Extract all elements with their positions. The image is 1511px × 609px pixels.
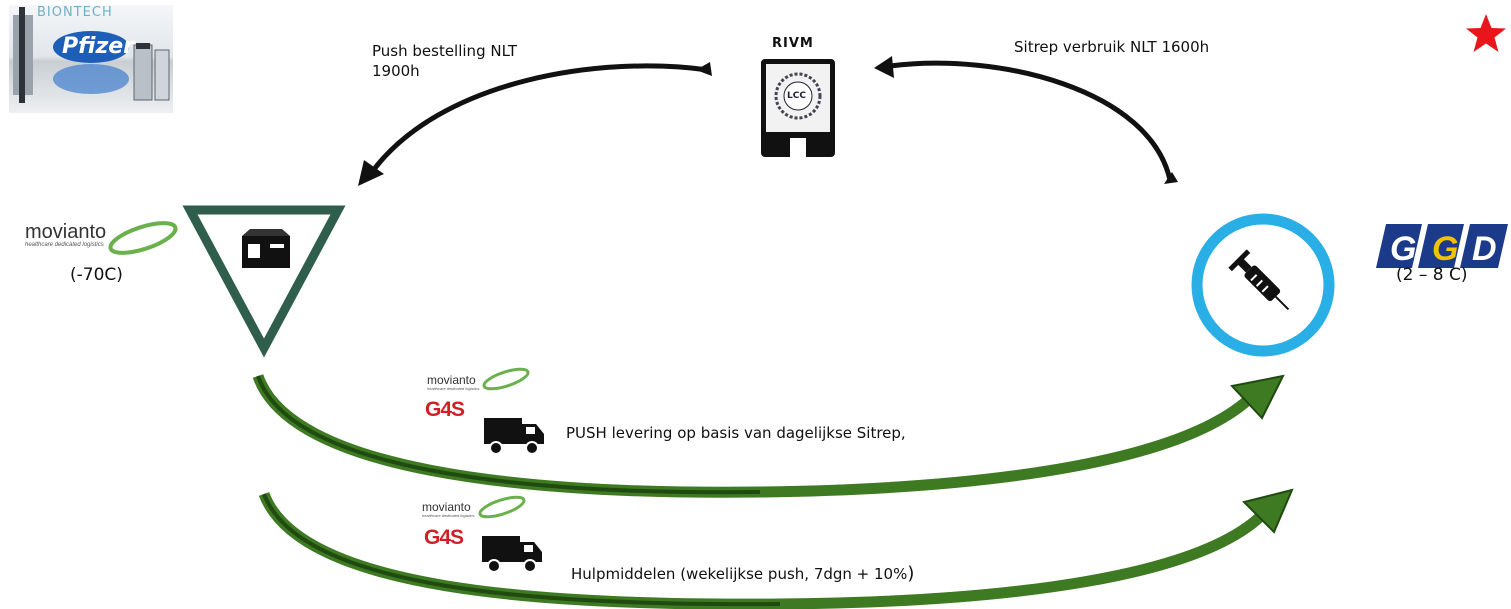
movianto-name: movianto xyxy=(25,221,107,243)
movianto-name-2: movianto xyxy=(422,500,471,514)
g4s-logo-2: G4S xyxy=(424,526,464,549)
movianto-swoosh-icon-1 xyxy=(482,367,530,391)
movianto-name-1: movianto xyxy=(427,373,476,387)
delivery-truck-icon xyxy=(484,418,544,455)
sitrep-usage-label: Sitrep verbruik NLT 1600h xyxy=(1014,38,1210,56)
movianto-tagline: healthcare dedicated logistics xyxy=(25,242,104,248)
biontech-logo-text: BIONTECH xyxy=(37,5,113,20)
g4s-logo-1: G4S xyxy=(425,398,465,421)
warehouse-triangle xyxy=(182,205,346,358)
package-box-icon xyxy=(242,229,290,268)
push-delivery-label: PUSH levering op basis van dagelijkse Si… xyxy=(566,424,906,442)
movianto-swoosh-icon xyxy=(108,221,178,255)
movianto-tagline-1: healthcare dedicated logistics xyxy=(427,386,480,391)
syringe-icon xyxy=(1228,249,1290,311)
movianto-tagline-2: healthcare dedicated logistics xyxy=(422,513,475,518)
rivm-label: RIVM xyxy=(772,36,814,51)
pfizer-logo-text: Pfizer xyxy=(62,34,135,59)
delivery-truck-icon-2 xyxy=(482,536,542,573)
rivm-device-icon xyxy=(761,59,835,158)
movianto-swoosh-icon-2 xyxy=(478,495,526,519)
pfizer-biontech-photo: BIONTECH Pfizer xyxy=(9,5,173,113)
supplies-label-text: Hulpmiddelen (wekelijkse push, 7dgn + 10… xyxy=(571,565,908,583)
carrier-movianto-logo-2: movianto healthcare dedicated logistics xyxy=(422,496,474,518)
ggd-logo: G G D xyxy=(1376,224,1508,268)
ggd-temperature: (2 – 8 C) xyxy=(1396,265,1468,285)
star-icon xyxy=(1466,14,1506,52)
supplies-label: Hulpmiddelen (wekelijkse push, 7dgn + 10… xyxy=(571,564,914,584)
ggd-letter-1: G xyxy=(1390,230,1416,268)
carrier-movianto-logo-1: movianto healthcare dedicated logistics xyxy=(427,369,479,391)
vaccine-vials-illustration xyxy=(13,7,170,103)
ggd-letter-3: D xyxy=(1472,230,1497,268)
supplies-label-close: ) xyxy=(907,563,915,584)
movianto-logo: movianto healthcare dedicated logistics xyxy=(25,221,106,248)
movianto-temperature: (-70C) xyxy=(70,265,123,285)
ggd-letter-2: G xyxy=(1432,230,1458,268)
push-order-label: Push bestelling NLT 1900h xyxy=(372,42,518,80)
rivm-chip-text: LCC xyxy=(787,91,806,101)
